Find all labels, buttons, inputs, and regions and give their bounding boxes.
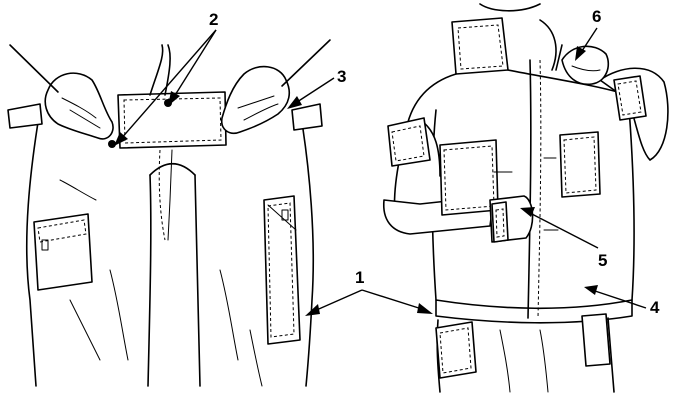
callout-5: 5 <box>520 207 607 270</box>
callout-6: 6 <box>575 7 601 61</box>
callout-label-2: 2 <box>209 10 218 29</box>
jacket-illustration <box>383 3 669 393</box>
callout-label-1: 1 <box>355 268 364 287</box>
callout-2: 2 <box>114 10 218 146</box>
trousers-illustration <box>7 39 331 387</box>
callout-label-4: 4 <box>650 298 660 317</box>
callout-4: 4 <box>584 285 660 317</box>
callout-label-6: 6 <box>592 7 601 26</box>
callout-label-3: 3 <box>337 67 346 86</box>
callout-label-5: 5 <box>598 251 607 270</box>
snap-fastener <box>108 140 116 148</box>
callout-3: 3 <box>287 67 346 109</box>
callout-1: 1 <box>305 268 433 316</box>
